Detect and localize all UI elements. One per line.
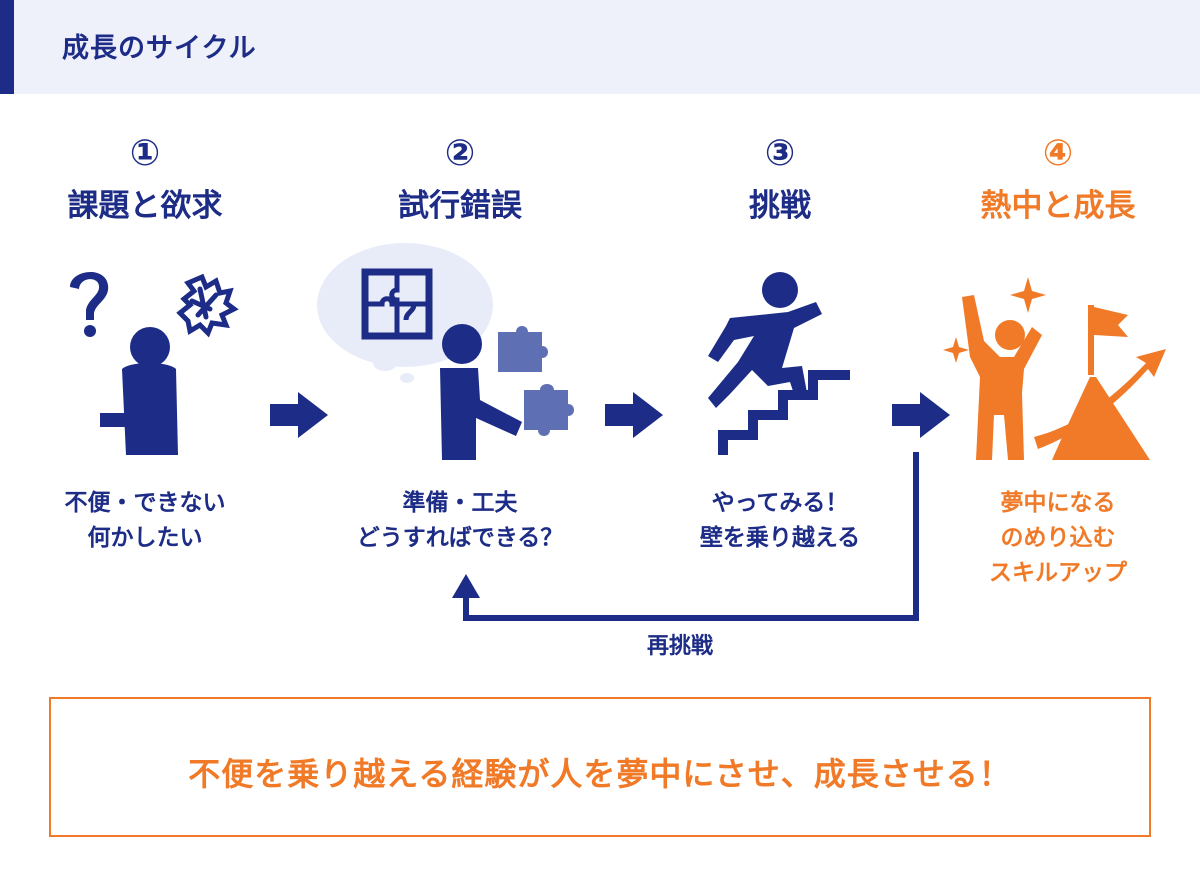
- loop-arrowhead-icon: [452, 574, 480, 598]
- step-1-description: 不便・できない 何かしたい: [64, 490, 226, 551]
- step-3-number: ③: [764, 133, 796, 174]
- arrow-right-icon: [892, 392, 950, 438]
- step-4-description: 夢中になる のめり込む スキルアップ: [989, 490, 1127, 586]
- step-2-heading: ② 試行錯誤: [330, 132, 590, 226]
- step-1-title: 課題と欲求: [67, 188, 223, 224]
- step-1-heading: ① 課題と欲求: [15, 132, 275, 226]
- retry-label: 再挑戦: [646, 634, 713, 659]
- climbing-stairs-person-icon: [708, 272, 850, 455]
- arrow-right-icon: [605, 392, 663, 438]
- step-1-number: ①: [129, 133, 161, 174]
- step-2-title: 試行錯誤: [398, 188, 522, 224]
- step-3-description: やってみる！ 壁を乗り越える: [699, 490, 861, 551]
- message-box: 不便を乗り越える経験が人を夢中にさせ、成長させる！: [49, 697, 1151, 837]
- page-title: 成長のサイクル: [62, 33, 257, 64]
- puzzle-thinking-person-icon: [317, 243, 574, 460]
- header-accent-bar: [0, 0, 14, 94]
- step-2-description: 準備・工夫 どうすればできる？: [356, 490, 564, 551]
- step-2-number: ②: [444, 133, 476, 174]
- header: 成長のサイクル: [0, 0, 1200, 94]
- confused-person-icon: [70, 272, 239, 455]
- arrow-right-icon: [270, 392, 328, 438]
- step-4-heading: ④ 熱中と成長: [928, 132, 1188, 226]
- step-4-number: ④: [1042, 133, 1074, 174]
- message-text: 不便を乗り越える経験が人を夢中にさせ、成長させる！: [188, 755, 1012, 793]
- celebrating-person-flag-icon: [943, 277, 1166, 460]
- step-3-heading: ③ 挑戦: [650, 132, 910, 226]
- step-3-title: 挑戦: [749, 188, 811, 224]
- step-4-title: 熱中と成長: [980, 188, 1136, 224]
